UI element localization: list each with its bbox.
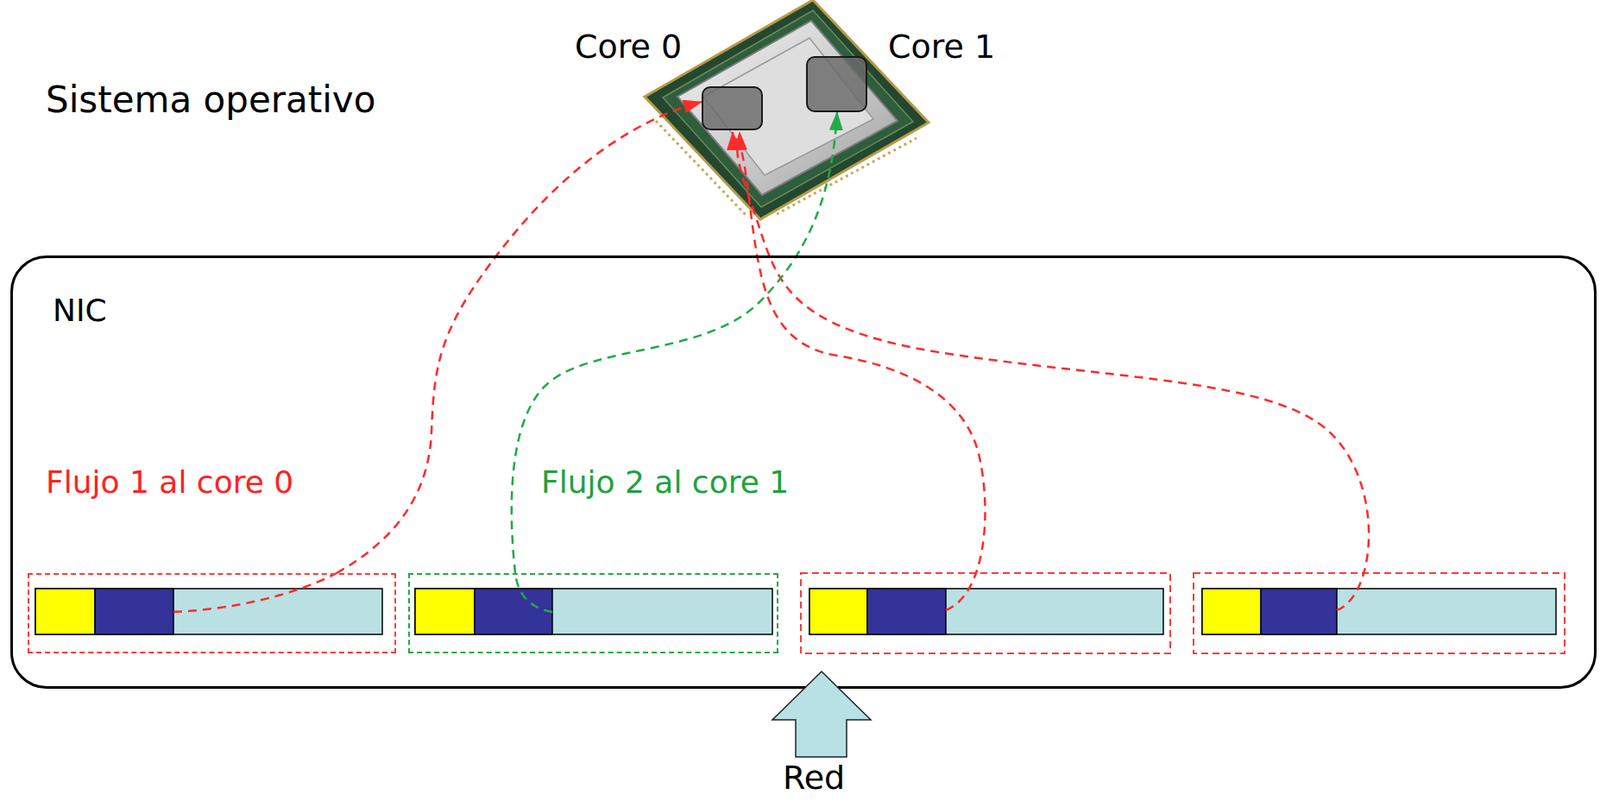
packet [415,588,773,635]
flow-box [800,573,1171,654]
core-box: Core 0 [701,86,763,131]
flow-label: Flujo 2 al core 1 [541,464,789,500]
packet [809,588,1164,635]
flow-line [737,132,1369,611]
flow-box: Flujo 1 al core 0 [27,573,397,654]
cpu-chip [644,0,929,220]
packet-lead [173,573,337,612]
network-arrow [772,671,871,757]
core-box: Core 1 [806,56,868,113]
flow-arrow [511,112,838,574]
flow-label: Flujo 1 al core 0 [45,464,294,500]
network-label: Red [782,759,845,798]
core-label: Core 1 [888,28,996,67]
flow-line [732,132,986,611]
core-label: Core 0 [574,28,682,67]
packet [35,588,383,635]
nic-label: NIC [52,292,108,328]
nic-box: NICFlujo 1 al core 0Flujo 2 al core 1 [10,255,1597,689]
os-label: Sistema operativo [45,79,376,121]
flow-arrow [336,101,702,574]
flow-box [1193,573,1565,654]
flow-box: Flujo 2 al core 1 [408,573,779,654]
packet-lead [515,573,553,612]
packet [1202,588,1556,635]
